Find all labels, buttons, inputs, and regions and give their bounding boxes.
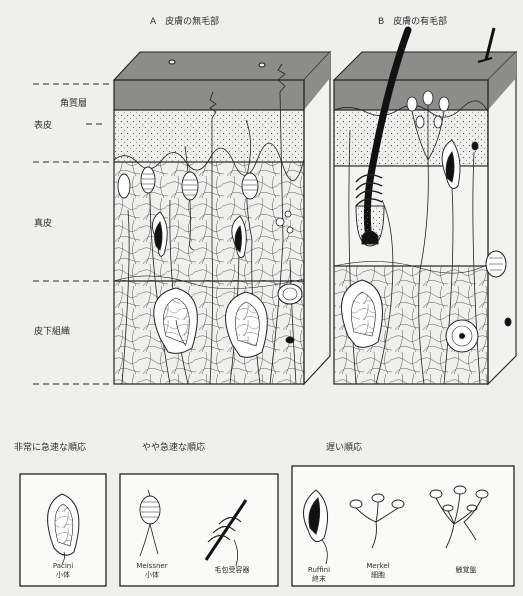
hair-follicle-receptor-label: 毛包受容器 — [196, 566, 268, 575]
merkel-label: Merkel 細胞 — [350, 562, 406, 580]
pacini-label-type: 小体 — [38, 571, 88, 580]
label-rapid-adaptation: やや急速な順応 — [142, 440, 205, 453]
pacini-label: Pacini 小体 — [38, 562, 88, 580]
block-a — [114, 52, 330, 384]
panel-a-title: A 皮膚の無毛部 — [150, 14, 219, 27]
ruffini-label-type: 終末 — [294, 575, 344, 584]
label-very-rapid-adaptation: 非常に急速な順応 — [14, 440, 86, 453]
meissner-label-type: 小体 — [124, 571, 180, 580]
label-dermis: 真皮 — [34, 216, 52, 229]
merkel-label-type: 細胞 — [350, 571, 406, 580]
ruffini-label: Ruffini 終末 — [294, 566, 344, 584]
label-epidermis: 表皮 — [34, 118, 52, 131]
meissner-label: Meissner 小体 — [124, 562, 180, 580]
label-subcutis: 皮下組織 — [34, 324, 70, 337]
meissner-label-name: Meissner — [124, 562, 180, 571]
pacini-label-name: Pacini — [38, 562, 88, 571]
label-slow-adaptation: 遅い順応 — [326, 440, 362, 453]
merkel-label-name: Merkel — [350, 562, 406, 571]
ruffini-label-name: Ruffini — [294, 566, 344, 575]
tactile-disc-label: 触覚盤 — [438, 566, 494, 575]
label-stratum-corneum: 角質層 — [60, 96, 87, 109]
panel-b-title: B 皮膚の有毛部 — [378, 14, 447, 27]
